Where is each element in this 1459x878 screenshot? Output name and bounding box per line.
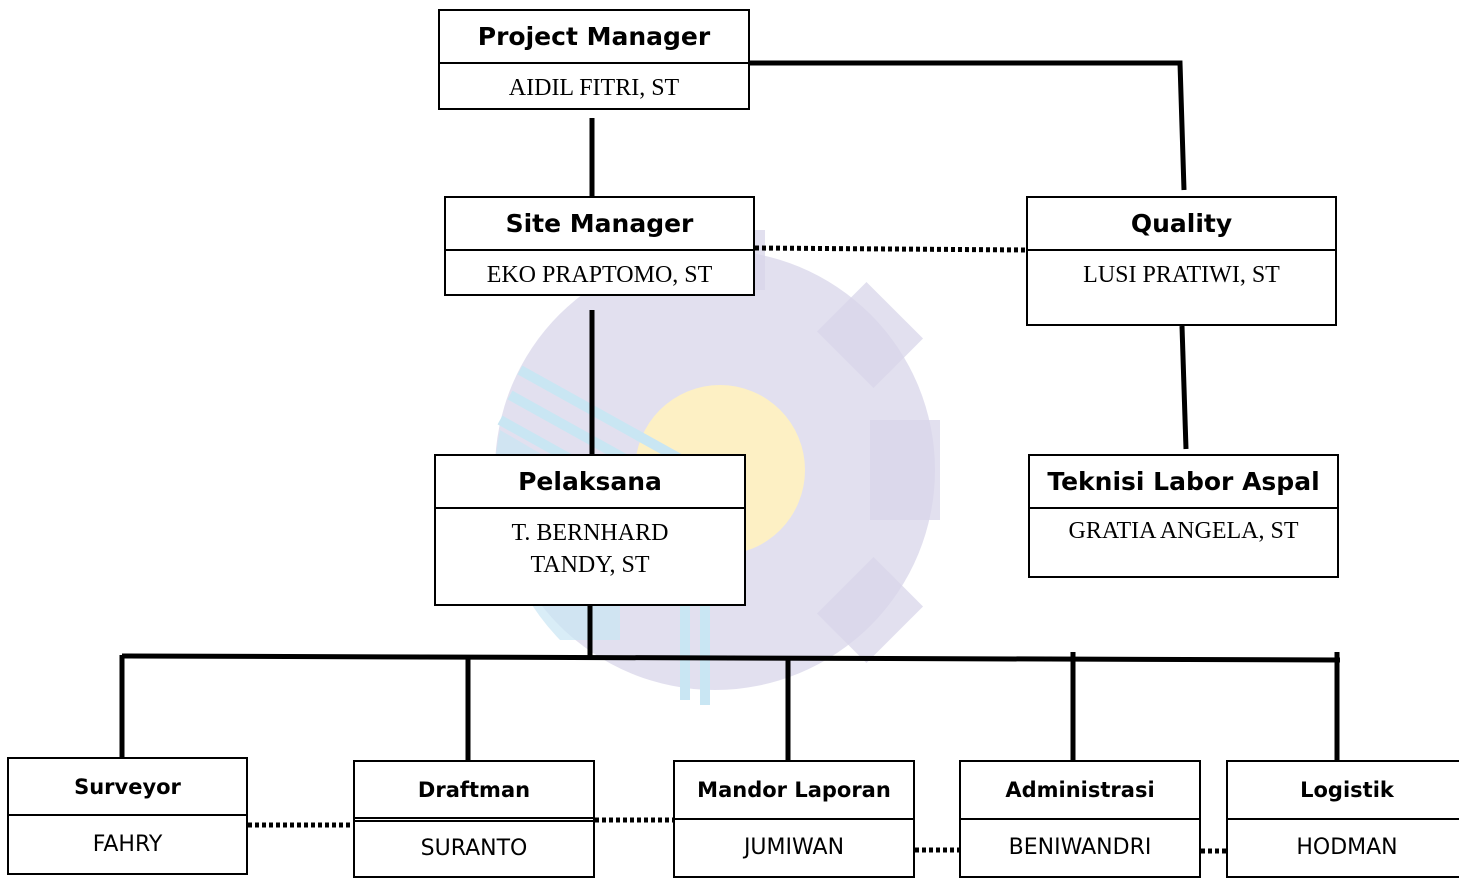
teknisi-box: Teknisi Labor Aspal GRATIA ANGELA, ST xyxy=(1028,454,1339,578)
mandor-box: Mandor Laporan JUMIWAN xyxy=(673,760,915,878)
quality-name: LUSI PRATIWI, ST xyxy=(1083,262,1280,288)
pelaksana-title: Pelaksana xyxy=(436,456,744,509)
pelaksana-name: T. BERNHARD TANDY, ST xyxy=(511,520,669,578)
administrasi-name: BENIWANDRI xyxy=(1008,835,1152,860)
project-manager-title: Project Manager xyxy=(440,11,748,64)
surveyor-box: Surveyor FAHRY xyxy=(7,757,248,875)
administrasi-title: Administrasi xyxy=(961,762,1199,820)
teknisi-title: Teknisi Labor Aspal xyxy=(1030,456,1337,509)
quality-box: Quality LUSI PRATIWI, ST xyxy=(1026,196,1337,326)
dotted-site-quality xyxy=(754,245,1028,253)
logistik-title: Logistik xyxy=(1228,762,1459,820)
logistik-name: HODMAN xyxy=(1296,835,1398,860)
site-manager-name: EKO PRAPTOMO, ST xyxy=(486,262,713,288)
mandor-title: Mandor Laporan xyxy=(675,762,913,820)
draftman-name: SURANTO xyxy=(420,836,528,861)
logistik-box: Logistik HODMAN xyxy=(1226,760,1459,878)
draftman-title: Draftman xyxy=(355,762,593,822)
surveyor-title: Surveyor xyxy=(9,759,246,816)
pelaksana-box: Pelaksana T. BERNHARD TANDY, ST xyxy=(434,454,746,606)
teknisi-name: GRATIA ANGELA, ST xyxy=(1068,518,1299,544)
site-manager-box: Site Manager EKO PRAPTOMO, ST xyxy=(444,196,755,296)
quality-title: Quality xyxy=(1028,198,1335,251)
draftman-box: Draftman SURANTO xyxy=(353,760,595,878)
line-bus xyxy=(121,653,1341,663)
site-manager-title: Site Manager xyxy=(446,198,753,251)
administrasi-box: Administrasi BENIWANDRI xyxy=(959,760,1201,878)
mandor-name: JUMIWAN xyxy=(743,835,845,860)
line-pm-quality xyxy=(750,60,1187,191)
surveyor-name: FAHRY xyxy=(92,831,163,857)
line-quality-teknisi xyxy=(1179,325,1189,450)
project-manager-box: Project Manager AIDIL FITRI, ST xyxy=(438,9,750,110)
project-manager-name: AIDIL FITRI, ST xyxy=(508,75,680,101)
